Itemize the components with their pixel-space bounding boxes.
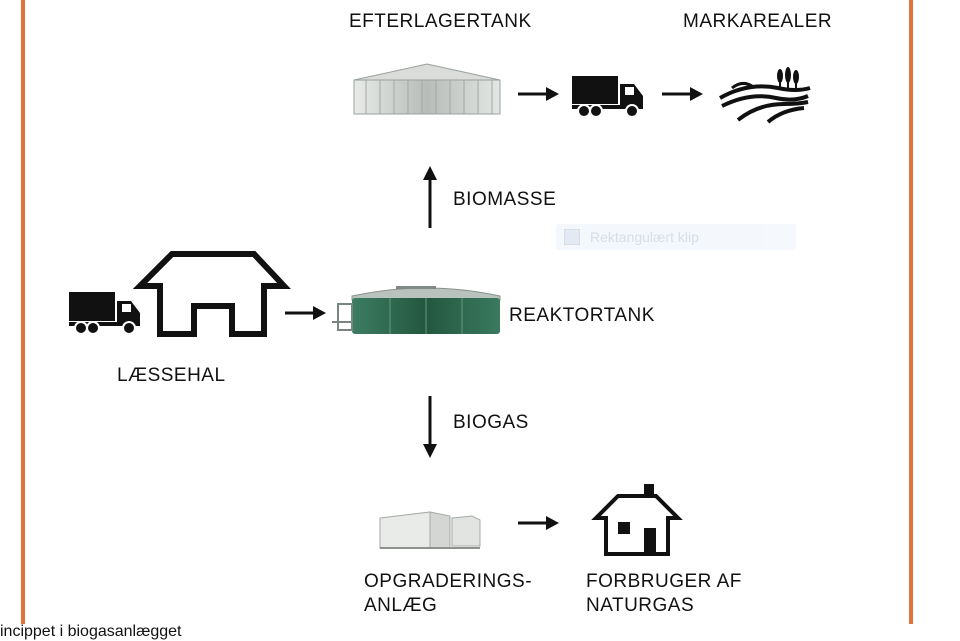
arrow-right-icon <box>518 516 559 530</box>
consumer-house-icon <box>591 484 683 556</box>
label-biogas: BIOGAS <box>453 412 529 433</box>
arrow-right-icon <box>285 306 326 320</box>
upgrading-plant-icon <box>379 511 481 549</box>
label-reaktortank: REAKTORTANK <box>509 305 655 326</box>
frame-right-border <box>909 0 913 624</box>
storage-tank-icon <box>353 63 501 115</box>
label-opgradering-1: OPGRADERINGS- <box>364 571 533 592</box>
snip-icon <box>564 229 580 245</box>
label-forbruger-2: NATURGAS <box>586 595 695 616</box>
snip-tooltip-label: Rektangulært klip <box>590 229 699 245</box>
truck-icon <box>572 76 643 118</box>
reactor-tank-icon <box>332 286 501 334</box>
label-markarealer: MARKAREALER <box>683 11 833 32</box>
arrow-right-icon <box>518 87 559 101</box>
label-laessehal: LÆSSEHAL <box>117 365 226 386</box>
snip-tooltip: Rektangulært klip <box>556 224 796 250</box>
label-forbruger-1: FORBRUGER AF <box>586 571 742 592</box>
label-efterlagertank: EFTERLAGERTANK <box>349 11 532 32</box>
label-opgradering-2: ANLÆG <box>364 595 438 616</box>
arrow-right-icon <box>662 87 703 101</box>
field-icon <box>719 67 811 124</box>
arrow-up-icon <box>423 166 437 228</box>
frame-left-border <box>21 0 25 624</box>
label-biomasse: BIOMASSE <box>453 189 557 210</box>
truck-icon <box>69 292 140 335</box>
figure-caption: incippet i biogasanlægget <box>0 623 182 640</box>
house-icon <box>132 251 291 337</box>
arrow-down-icon <box>423 396 437 458</box>
